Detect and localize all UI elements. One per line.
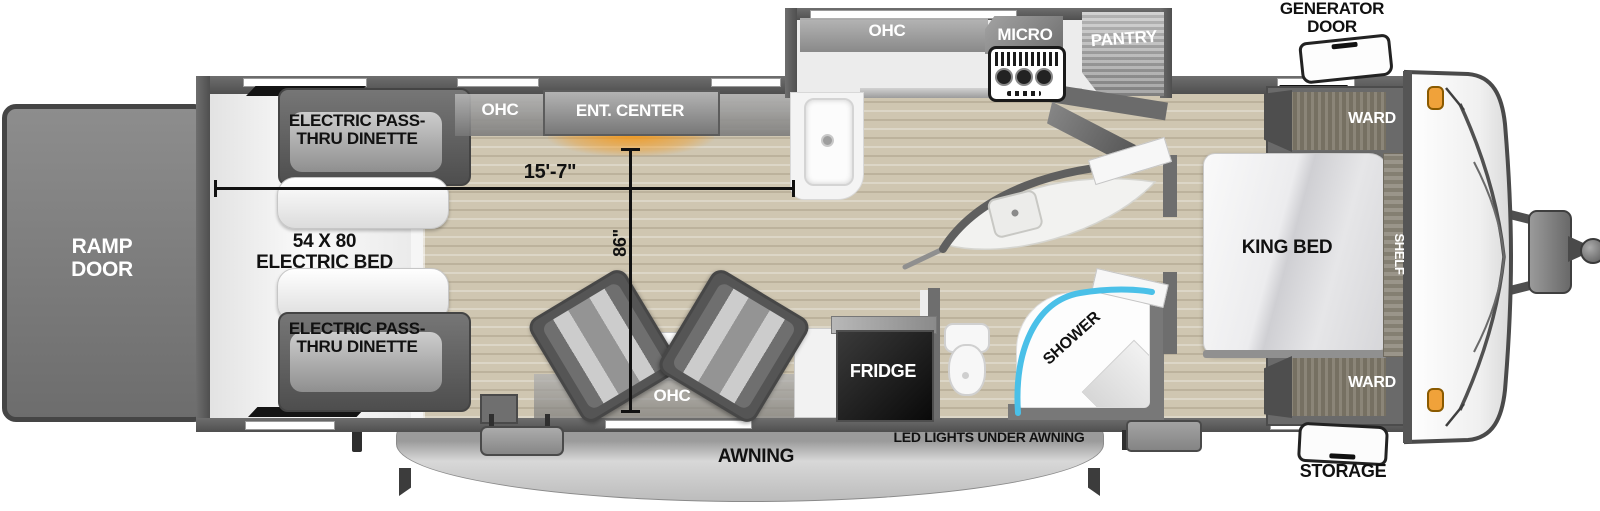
width-dimension-line (629, 150, 632, 412)
window (457, 78, 539, 87)
led-lights-label: LED LIGHTS UNDER AWNING (893, 429, 1085, 445)
entry-step-front (1126, 420, 1202, 452)
marker-light-top (1427, 86, 1444, 110)
storage-door-flap (1297, 421, 1389, 467)
window (245, 421, 335, 430)
awning-arm-left (399, 468, 411, 496)
spoiler-vent (248, 407, 366, 417)
pantry-cabinet (1082, 12, 1164, 96)
ent-center (543, 90, 720, 136)
shelf-label: SHELF (1392, 233, 1407, 275)
width-dimension-tick-bottom (621, 410, 640, 413)
width-dimension-tick-top (621, 148, 640, 151)
stabilizer-jack (352, 428, 362, 452)
fridge-label: FRIDGE (849, 361, 917, 381)
dinette-top-label: ELECTRIC PASS-THRU DINETTE (288, 111, 426, 149)
shower-wall-right (1148, 285, 1164, 420)
front-cap (1403, 69, 1514, 445)
micro-label: MICRO (997, 25, 1053, 44)
toilet-bowl (948, 344, 986, 396)
ent-center-label: ENT. CENTER (575, 101, 685, 120)
dinette-bottom-cushion (290, 332, 442, 392)
length-dimension-label: 15'-7" (523, 161, 577, 183)
ramp-door-label: RAMP DOOR (71, 235, 133, 281)
ohc-left-label: OHC (481, 100, 519, 119)
bottom-wall (196, 418, 1412, 432)
marker-light-bottom (1427, 388, 1444, 412)
kitchen-ohc-label: OHC (868, 21, 906, 40)
propane-cover (1528, 210, 1572, 294)
window (243, 78, 367, 87)
shower-wall-bottom (1008, 404, 1164, 420)
rear-wall (196, 76, 210, 432)
width-dimension-label: 86" (610, 229, 630, 257)
bed-foot-frame (1203, 350, 1387, 358)
ohc-bottom-label: OHC (653, 386, 691, 405)
cooktop-icon (988, 46, 1066, 102)
bedroom-wall-upper (1163, 155, 1177, 217)
kitchen-slide-left-wall (785, 8, 797, 98)
ramp-door (2, 104, 208, 422)
cabinet-beside-fridge (794, 328, 838, 418)
king-bed-label: KING BED (1241, 237, 1333, 258)
ward-bottom-label: WARD (1348, 374, 1396, 391)
hitch-ball (1580, 238, 1600, 264)
shower-pan (1016, 292, 1150, 408)
storage-label: STORAGE (1299, 461, 1387, 481)
ward-top-front (1290, 92, 1386, 150)
window (605, 420, 752, 429)
fridge (836, 330, 934, 422)
shower-glass-curve (1014, 286, 1155, 416)
electric-bed-label: 54 X 80 ELECTRIC BED (256, 231, 393, 273)
generator-door-label: GENERATOR DOOR (1279, 0, 1385, 37)
window (711, 78, 781, 87)
king-bed (1203, 153, 1389, 355)
bed-platform-top (277, 177, 449, 229)
faucet-icon (821, 134, 834, 147)
kitchen-ohc (800, 18, 988, 52)
ward-bottom-front (1290, 358, 1386, 416)
length-dimension-tick-left (214, 180, 217, 197)
length-dimension-line (216, 187, 795, 190)
length-dimension-tick-right (792, 180, 795, 197)
entry-step-upper (480, 394, 518, 424)
awning-label: AWNING (717, 446, 795, 467)
dinette-bottom-label: ELECTRIC PASS-THRU DINETTE (288, 319, 426, 357)
kitchen-counter-edge (860, 88, 1082, 98)
entry-step-lower (480, 426, 564, 456)
ward-top-label: WARD (1348, 110, 1396, 127)
entry-step-post (545, 414, 550, 430)
awning-arm-right (1088, 468, 1100, 496)
toilet-tank (944, 323, 990, 353)
dinette-top-cushion (290, 112, 442, 172)
entry-step-post (489, 414, 494, 430)
toilet-flush-dot (962, 372, 969, 379)
